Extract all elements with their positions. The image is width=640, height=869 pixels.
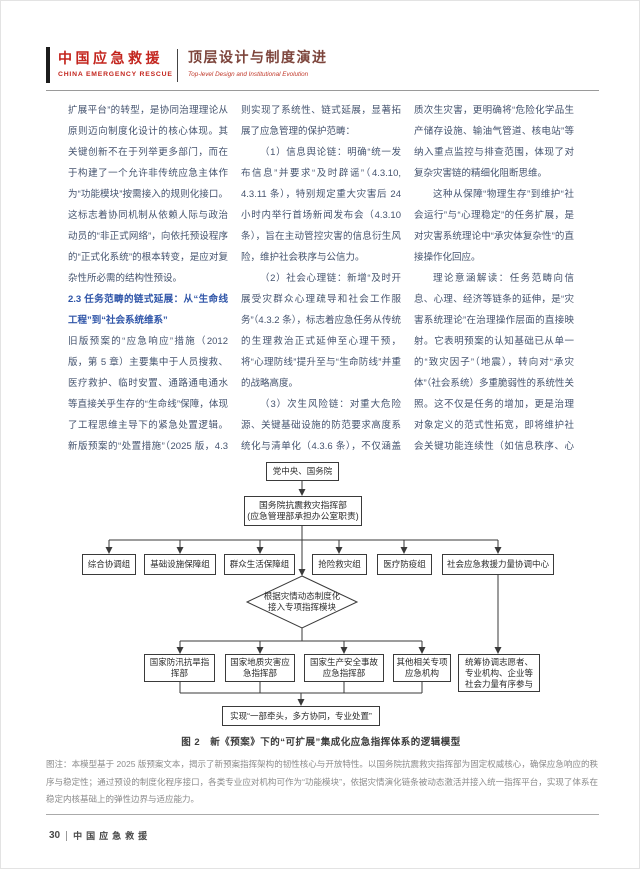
- section-heading-2-3: 2.3 任务范畴的链式延展：从“生命线工程”到“社会系统维系”: [68, 294, 228, 326]
- node-group-comprehensive-coordination: 综合协调组: [82, 554, 136, 575]
- node-work-safety-accident-hq: 国家生产安全事故应急指挥部: [304, 654, 384, 682]
- figure-2-flowchart: 党中央、国务院 国务院抗震救灾指挥部 (应急管理部承担办公室职责) 综合协调组 …: [56, 456, 586, 731]
- node-group-public-livelihood-support: 群众生活保障组: [224, 554, 295, 575]
- brand-name-english: CHINA EMERGENCY RESCUE: [58, 71, 173, 78]
- section-title-block: 顶层设计与制度演进 Top-level Design and Instituti…: [188, 47, 328, 78]
- node-geological-disaster-hq: 国家地质灾害应急指挥部: [225, 654, 295, 682]
- node-group-medical-epidemic-prevention: 医疗防疫组: [377, 554, 432, 575]
- section-title-chinese: 顶层设计与制度演进: [188, 51, 328, 66]
- node-other-special-agencies: 其他相关专项应急机构: [393, 654, 451, 682]
- article-column-1: 扩展平台”的转型，是协同治理理论从原则迈向制度化设计的核心体现。其关键创新不在于…: [68, 100, 228, 458]
- header-rule: [46, 90, 599, 91]
- paragraph: 则实现了系统性、链式延展，显著拓展了应急管理的保护范畴：: [241, 105, 401, 137]
- brand-logo: 中国应急救援 CHINA EMERGENCY RESCUE: [58, 48, 173, 78]
- paragraph: 这种从保障“物理生存”到维护“社会运行”与“心理稳定”的任务扩展，是对灾害系统理…: [414, 189, 574, 263]
- brand-name-chinese: 中国应急救援: [58, 50, 163, 66]
- article-body: 扩展平台”的转型，是协同治理理论从原则迈向制度化设计的核心体现。其关键创新不在于…: [68, 100, 574, 458]
- page-number: 30: [49, 830, 61, 841]
- header-divider: [177, 49, 178, 82]
- node-decision-dynamic-module-access: 根据灾情动态制度化 接入专项指挥模块: [263, 591, 341, 612]
- footer-rule: [46, 814, 599, 815]
- paragraph: （2）社会心理链：新增“及时开展受灾群众心理疏导和社会工作服务”（4.3.2 条…: [241, 273, 401, 389]
- figure-2-caption: 图 2 新《预案》下的“可扩展”集成化应急指挥体系的逻辑模型: [181, 737, 461, 748]
- node-result-goal: 实现“一部牵头，多方协同，专业处置”: [222, 706, 380, 726]
- paragraph: 理论意涵解读：任务范畴向信息、心理、经济等链条的延伸，是“灾害系统理论”在治理操…: [414, 273, 574, 452]
- article-column-3: 质次生灾害，更明确将“危险化学品生产储存设施、输油气管道、核电站”等纳入重点监控…: [414, 100, 574, 458]
- figure-2-note: 图注：本模型基于 2025 版预案文本，揭示了新预案指挥架构的韧性核心与开放特性…: [46, 759, 598, 804]
- node-social-rescue-coordination-center: 社会应急救援力量协调中心: [442, 554, 554, 575]
- flowchart-connector-lines: [105, 481, 502, 706]
- page-footer: 30 中国应急救援: [49, 829, 151, 842]
- journal-name: 中国应急救援: [73, 831, 152, 841]
- paragraph: （1）信息舆论链：明确“统一发布信息”并要求“及时辟谣”（4.3.10, 4.3…: [241, 147, 401, 263]
- node-group-infrastructure-support: 基础设施保障组: [144, 554, 216, 575]
- brand-bar-decoration: [46, 47, 50, 83]
- decision-diamond-shape: [245, 575, 359, 629]
- footer-divider: [66, 830, 68, 841]
- node-group-rescue-operations: 抢险救灾组: [312, 554, 367, 575]
- node-social-forces-participation: 统筹协调志愿者、专业机构、企业等社会力量有序参与: [458, 654, 540, 692]
- page-header: 中国应急救援 CHINA EMERGENCY RESCUE 顶层设计与制度演进 …: [46, 45, 599, 87]
- paragraph: 旧版预案的“应急响应”措施（2012 版，第 5 章）主要集中于人员搜救、医疗救…: [68, 336, 228, 452]
- paragraph: 扩展平台”的转型，是协同治理理论从原则迈向制度化设计的核心体现。其关键创新不在于…: [68, 105, 228, 284]
- node-party-central-state-council: 党中央、国务院: [266, 462, 339, 481]
- node-state-council-earthquake-hq: 国务院抗震救灾指挥部 (应急管理部承担办公室职责): [244, 496, 362, 526]
- article-column-2: 则实现了系统性、链式延展，显著拓展了应急管理的保护范畴： （1）信息舆论链：明确…: [241, 100, 401, 458]
- paragraph: 质次生灾害，更明确将“危险化学品生产储存设施、输油气管道、核电站”等纳入重点监控…: [414, 105, 574, 179]
- section-title-english: Top-level Design and Institutional Evolu…: [188, 71, 309, 78]
- node-flood-drought-hq: 国家防汛抗旱指挥部: [144, 654, 215, 682]
- paragraph: （3）次生风险链：对重大危险源、关键基础设施的防范要求高度系统化与清单化（4.3…: [241, 399, 401, 452]
